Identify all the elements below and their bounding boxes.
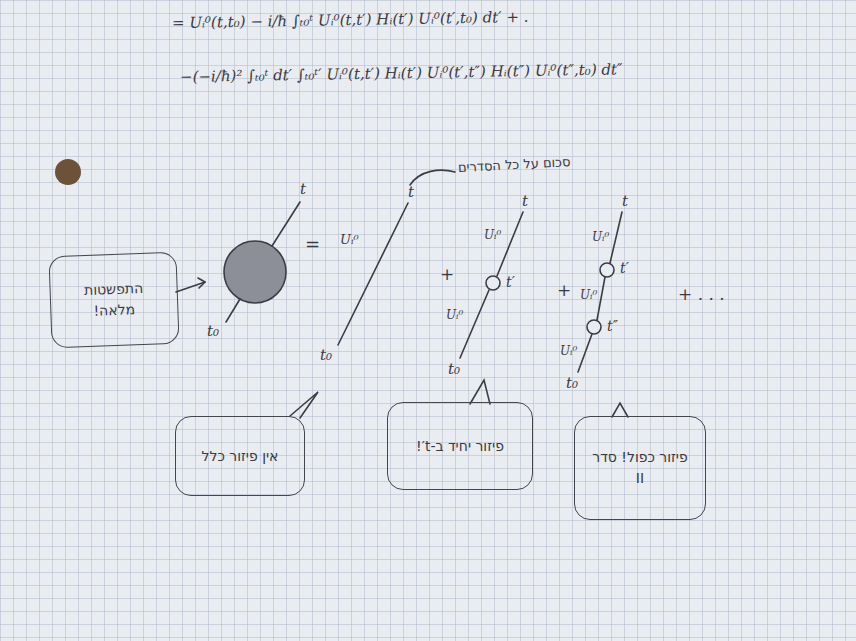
- time-label: t₀: [448, 360, 460, 378]
- ellipsis-label: + . . .: [678, 284, 725, 304]
- time-label: t₀: [207, 322, 219, 340]
- plus-sign: +: [440, 264, 454, 284]
- propagator-label: Uᵢ⁰: [592, 230, 609, 244]
- time-label: t: [300, 180, 306, 198]
- vertex-time-label: t′: [620, 260, 629, 277]
- equals-sign: =: [305, 234, 320, 256]
- vertex-time-label: t′: [506, 274, 515, 291]
- propagator-label: Uᵢ⁰: [484, 228, 501, 242]
- callout-text: אין פיזור כלל: [202, 446, 279, 467]
- callout-bubble: אין פיזור כלל: [175, 416, 305, 496]
- propagator-label: Uᵢ⁰: [340, 232, 359, 248]
- callout-bubble: פיזור כפול! סדר II: [574, 416, 706, 520]
- time-label: t: [408, 183, 414, 201]
- callout-text: פיזור כפול! סדר II: [586, 447, 694, 489]
- propagator-label: Uᵢ⁰: [560, 344, 577, 358]
- callout-text: התפשטות מלאה!: [61, 277, 166, 323]
- time-label: t: [622, 192, 628, 210]
- time-label: t₀: [566, 374, 578, 392]
- propagator-label: Uᵢ⁰: [446, 308, 463, 322]
- time-label: t₀: [320, 346, 332, 364]
- callout-bubble: פיזור יחיד ב-t′!: [387, 402, 533, 490]
- callout-text: פיזור יחיד ב-t′!: [416, 436, 504, 457]
- vertex-time-label: t″: [607, 318, 618, 335]
- plus-sign: +: [557, 280, 571, 300]
- time-label: t: [522, 192, 528, 210]
- callout-bubble: התפשטות מלאה!: [48, 252, 179, 348]
- propagator-label: Uᵢ⁰: [580, 288, 597, 302]
